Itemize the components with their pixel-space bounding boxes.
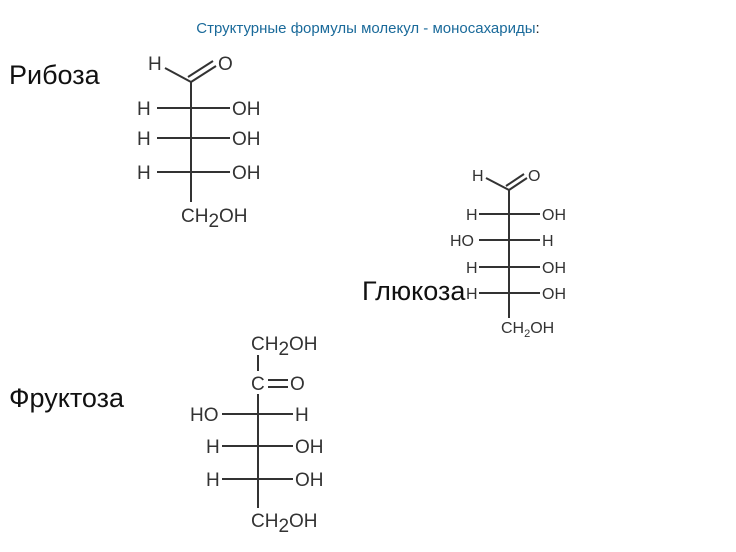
atom-left: H xyxy=(466,260,478,277)
bond xyxy=(485,177,510,191)
bond xyxy=(190,65,217,83)
fructose-label: Фруктоза xyxy=(9,383,125,413)
atom-right: OH xyxy=(295,470,324,491)
atom-right: OH xyxy=(542,207,566,224)
bond xyxy=(508,177,528,191)
slide-title: Структурные формулы молекул - моносахари… xyxy=(0,20,736,37)
ribose-label: Рибоза xyxy=(9,60,100,90)
atom-ch2oh: CH2OH xyxy=(251,511,318,537)
atom-o: O xyxy=(290,374,305,395)
atom-left: HO xyxy=(190,405,219,426)
atom-left: H xyxy=(137,163,151,184)
atom-left: H xyxy=(466,207,478,224)
atom-ch2oh: CH2OH xyxy=(181,206,248,232)
atom-left: H xyxy=(137,99,151,120)
atom-right: OH xyxy=(542,260,566,277)
atom-c: C xyxy=(251,374,265,395)
atom-ch2oh: CH2OH xyxy=(501,320,554,340)
atom-h: H xyxy=(148,54,162,75)
atom-right: OH xyxy=(295,437,324,458)
glucose-label: Глюкоза xyxy=(362,276,466,306)
atom-o: O xyxy=(218,54,233,75)
atom-left: H xyxy=(466,286,478,303)
title-text: Структурные формулы молекул - моносахари… xyxy=(196,20,536,37)
atom-left: H xyxy=(137,129,151,150)
atom-right: H xyxy=(542,233,554,250)
title-colon: : xyxy=(535,20,540,37)
bond xyxy=(187,60,214,78)
ribose-formula: H O H OH H OH H OH CH2OH xyxy=(137,54,261,232)
atom-left: HO xyxy=(450,233,474,250)
bond xyxy=(505,173,525,187)
atom-h: H xyxy=(472,168,484,185)
fructose-formula: CH2OH C O HO H H OH H OH CH2OH xyxy=(190,334,324,537)
atom-right: OH xyxy=(542,286,566,303)
glucose-formula: H O H OH HO H H OH H OH CH2OH xyxy=(450,168,566,340)
atom-right: OH xyxy=(232,163,261,184)
atom-right: H xyxy=(295,405,309,426)
atom-ch2oh: CH2OH xyxy=(251,334,318,360)
bond xyxy=(164,67,192,83)
atom-o: O xyxy=(528,168,540,185)
atom-right: OH xyxy=(232,129,261,150)
atom-right: OH xyxy=(232,99,261,120)
atom-left: H xyxy=(206,437,220,458)
atom-left: H xyxy=(206,470,220,491)
